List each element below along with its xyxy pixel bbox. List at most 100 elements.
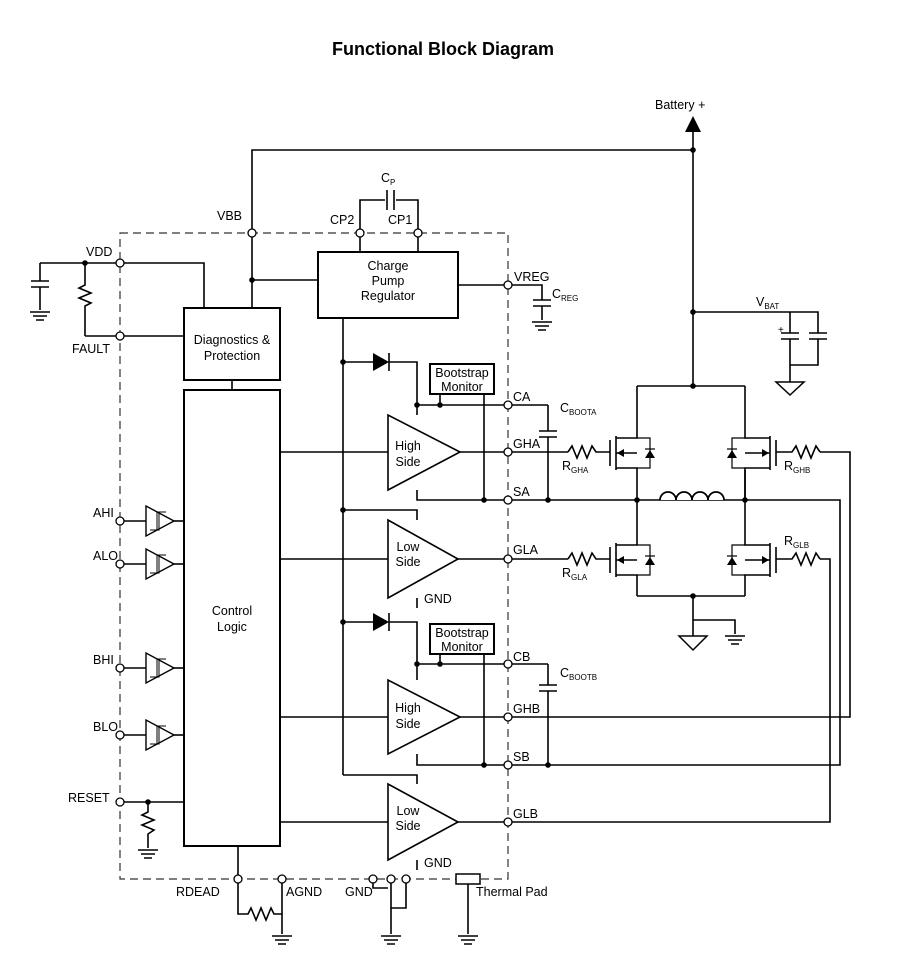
pin-label-sa: SA xyxy=(513,485,530,499)
bootstrap-diode-b xyxy=(373,613,389,631)
svg-text:Pump: Pump xyxy=(372,274,405,288)
mosfet-lb xyxy=(727,540,777,578)
rglb-label: RGLB xyxy=(784,534,809,550)
ground-icon xyxy=(457,935,479,945)
input-bhi: BHI xyxy=(93,652,184,684)
input-blo: BLO xyxy=(93,719,184,751)
schmitt-buffer-icon xyxy=(145,548,175,580)
rgha-resistor xyxy=(567,443,610,461)
diagnostics-protection-block xyxy=(183,307,281,381)
vbat-label: VBAT xyxy=(756,295,779,311)
svg-text:Low: Low xyxy=(397,804,421,818)
thermal-pad-label: Thermal Pad xyxy=(476,885,548,899)
svg-text:Charge: Charge xyxy=(368,259,409,273)
svg-text:Monitor: Monitor xyxy=(441,640,483,654)
pin-label-ahi: AHI xyxy=(93,506,114,520)
battery-arrow-icon xyxy=(685,116,701,132)
battery-label: Battery + xyxy=(655,98,705,112)
bootstrap-diode-a xyxy=(373,353,389,371)
pin-label-gnd-lb: GND xyxy=(424,856,452,870)
rdead-resistor xyxy=(237,879,283,923)
svg-text:Side: Side xyxy=(395,819,420,833)
chassis-ground-icon xyxy=(677,635,709,652)
svg-text:Control: Control xyxy=(212,604,252,618)
cp-label: CP xyxy=(381,171,395,187)
svg-text:Bootstrap: Bootstrap xyxy=(435,366,489,380)
ground-icon xyxy=(531,321,553,331)
pin-label-rdead: RDEAD xyxy=(176,885,220,899)
rghb-resistor xyxy=(776,443,821,461)
charge-pump-regulator-block xyxy=(317,251,459,319)
ic-boundary xyxy=(119,232,509,880)
rghb-label: RGHB xyxy=(784,459,810,475)
svg-text:Bootstrap: Bootstrap xyxy=(435,626,489,640)
pin-label-glb: GLB xyxy=(513,807,538,821)
pin-label-gla: GLA xyxy=(513,543,539,557)
mosfet-la xyxy=(609,540,655,578)
svg-text:Low: Low xyxy=(397,540,421,554)
schmitt-buffer-icon xyxy=(145,505,175,537)
thermal-pad xyxy=(455,873,481,885)
schmitt-buffer-icon xyxy=(145,652,175,684)
ground-icon xyxy=(271,935,293,945)
pin-label-vreg: VREG xyxy=(514,270,549,284)
cboota-label: CBOOTA xyxy=(560,401,597,417)
cbootb-capacitor xyxy=(538,684,558,692)
pin-label-vdd: VDD xyxy=(86,245,112,259)
pin-label-vbb: VBB xyxy=(217,209,242,223)
reset-pulldown-resistor xyxy=(139,802,157,848)
mosfet-ha xyxy=(609,433,655,470)
pin-label-gha: GHA xyxy=(513,437,541,451)
pin-label-cb: CB xyxy=(513,650,530,664)
ic-pins xyxy=(115,228,513,884)
fault-pullup-resistor xyxy=(76,263,94,336)
svg-text:High: High xyxy=(395,701,421,715)
input-alo: ALO xyxy=(93,548,184,580)
pin-label-fault: FAULT xyxy=(72,342,110,356)
input-ahi: AHI xyxy=(93,505,184,537)
pin-label-gnd-la: GND xyxy=(424,592,452,606)
svg-text:Side: Side xyxy=(395,555,420,569)
motor-inductor xyxy=(659,491,725,501)
pin-label-bhi: BHI xyxy=(93,653,114,667)
pin-label-ca: CA xyxy=(513,390,531,404)
svg-text:Monitor: Monitor xyxy=(441,380,483,394)
svg-text:+: + xyxy=(778,325,784,336)
rglb-resistor xyxy=(776,550,821,568)
rgla-resistor xyxy=(567,550,610,568)
rgla-label: RGLA xyxy=(562,566,588,582)
rgha-label: RGHA xyxy=(562,459,589,475)
mosfet-hb xyxy=(727,433,777,470)
ground-icon xyxy=(29,311,51,321)
pin-label-sb: SB xyxy=(513,750,530,764)
ground-icon xyxy=(724,635,746,645)
creg-capacitor xyxy=(532,299,552,307)
pin-label-agnd: AGND xyxy=(286,885,322,899)
svg-text:Logic: Logic xyxy=(217,620,247,634)
svg-text:Diagnostics &: Diagnostics & xyxy=(194,333,271,347)
bootstrap-monitor-a xyxy=(429,363,495,395)
svg-text:High: High xyxy=(395,439,421,453)
h-bridge xyxy=(609,383,777,652)
vbb-wire xyxy=(251,149,693,233)
pin-label-ghb: GHB xyxy=(513,702,540,716)
svg-text:Side: Side xyxy=(395,455,420,469)
svg-text:Side: Side xyxy=(395,717,420,731)
vbat-cap xyxy=(808,332,828,340)
control-logic-block xyxy=(183,389,281,847)
pin-label-blo: BLO xyxy=(93,720,118,734)
bootstrap-monitor-b xyxy=(429,623,495,655)
pin-label-gnd: GND xyxy=(345,885,373,899)
ground-icon xyxy=(380,935,402,945)
pin-label-reset: RESET xyxy=(68,791,110,805)
vdd-capacitor xyxy=(30,280,50,288)
pin-label-cp2: CP2 xyxy=(330,213,354,227)
schmitt-buffer-icon xyxy=(145,719,175,751)
pin-label-alo: ALO xyxy=(93,549,118,563)
cboota-capacitor xyxy=(538,430,558,438)
chassis-ground-icon xyxy=(774,381,806,397)
creg-label: CREG xyxy=(552,287,578,303)
cbootb-label: CBOOTB xyxy=(560,666,597,682)
svg-text:Regulator: Regulator xyxy=(361,289,415,303)
